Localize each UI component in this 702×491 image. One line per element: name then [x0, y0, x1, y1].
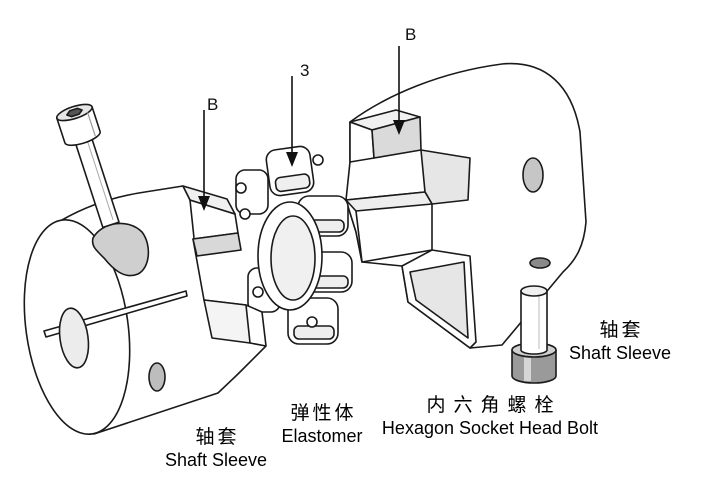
hex-bolt-head-highlight	[524, 357, 531, 381]
left-sleeve-jaw-top	[182, 185, 236, 215]
left-shaft-sleeve	[23, 185, 267, 435]
elastomer-nub	[312, 154, 324, 166]
label-hex-socket-head-bolt: 内六角螺栓 Hexagon Socket Head Bolt	[382, 393, 598, 439]
label-shaft-sleeve-right: 轴套 Shaft Sleeve	[569, 318, 671, 364]
elastomer-spider	[235, 145, 353, 345]
right-sleeve-notch	[420, 149, 471, 205]
label-zh: 内六角螺栓	[426, 394, 562, 416]
right-shaft-sleeve	[345, 62, 587, 349]
clamp-bolt-head-shade	[87, 112, 96, 137]
clamp-bolt-hex-socket-icon	[66, 107, 83, 118]
label-en: Shaft Sleeve	[568, 343, 672, 363]
elastomer-hub-bore	[270, 215, 316, 301]
label-zh: 弹性体	[290, 402, 357, 424]
arrow-b-right-head	[393, 120, 405, 135]
hex-socket-head-bolt	[511, 285, 557, 384]
left-sleeve-bore	[58, 307, 90, 369]
elastomer-arm-bottom-bevel	[293, 325, 335, 340]
callout-b-upper-right: B	[405, 25, 417, 44]
left-sleeve-lower-jaw	[203, 299, 251, 344]
left-sleeve-jaw-edge	[189, 199, 195, 239]
left-sleeve-lower-jaw-edge	[249, 342, 267, 347]
left-sleeve-jaw-pocket	[192, 232, 242, 257]
elastomer-nub	[239, 208, 251, 220]
right-sleeve-set-screw-hole	[522, 157, 544, 193]
right-sleeve-slot	[529, 257, 551, 269]
label-zh: 轴套	[195, 426, 240, 448]
callout-b-left: B	[207, 95, 219, 114]
clamp-bolt	[55, 103, 120, 229]
label-shaft-sleeve-left: 轴套 Shaft Sleeve	[165, 425, 267, 471]
hex-bolt-shank-tip	[520, 285, 548, 297]
left-sleeve-bolt-hole	[91, 222, 150, 277]
label-en: Hexagon Socket Head Bolt	[381, 418, 599, 438]
arrow-3-head	[286, 152, 298, 167]
label-en: Elastomer	[281, 426, 363, 446]
elastomer-arm-top-bevel	[274, 173, 311, 193]
elastomer-nub	[235, 182, 247, 194]
elastomer-arm-upper-left	[235, 169, 269, 215]
elastomer-nub	[306, 316, 318, 328]
clamp-bolt-shank-highlight	[86, 139, 114, 220]
label-elastomer: 弹性体 Elastomer	[281, 401, 362, 447]
hex-bolt-head	[511, 349, 557, 384]
right-sleeve-lower-jaw-face	[409, 261, 469, 339]
label-en: Shaft Sleeve	[164, 450, 268, 470]
left-sleeve-side-hole	[148, 362, 166, 392]
hex-bolt-shank	[520, 290, 548, 355]
arrow-b-left-head	[198, 196, 210, 211]
elastomer-nub	[252, 286, 264, 298]
callout-3: 3	[300, 61, 310, 80]
callout-arrows	[198, 46, 405, 211]
label-zh: 轴套	[599, 319, 644, 341]
right-sleeve-middle-jaw-top	[345, 191, 433, 212]
right-sleeve-middle-jaw-edge	[355, 210, 363, 263]
